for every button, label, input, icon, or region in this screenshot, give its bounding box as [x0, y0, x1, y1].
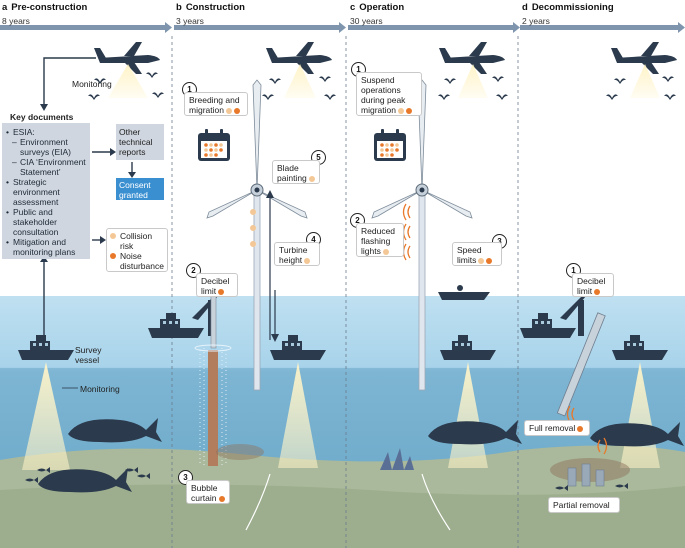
phase-duration-d: 2 years	[522, 16, 550, 26]
phase-dividers	[171, 36, 519, 548]
collision-risk-dot	[308, 175, 315, 182]
noise-disturbance-dot	[110, 253, 116, 259]
noise-disturbance-dot	[218, 288, 225, 295]
reduced-flashing-lights-label: Reduced flashing lights	[356, 223, 404, 257]
consent-granted-box: Consent granted	[116, 178, 164, 200]
turbine-height-label: Turbine height	[274, 242, 320, 266]
collision-risk-dot	[225, 107, 232, 114]
collision-risk-dot	[382, 248, 389, 255]
noise-disturbance-dot	[594, 288, 601, 295]
collision-risk-dot	[304, 257, 311, 264]
key-documents-box: ESIA: Environment surveys (EIA) CIA ‘Env…	[2, 123, 90, 259]
phase-duration-b: 3 years	[176, 16, 204, 26]
full-removal-label: Full removal	[524, 420, 590, 436]
collision-risk-dot	[110, 233, 116, 239]
doc-item: Environment surveys (EIA)	[6, 137, 87, 157]
blade-paint-marks	[250, 209, 256, 247]
doc-item: Mitigation and monitoring plans	[6, 237, 87, 257]
noise-disturbance-dot	[577, 425, 584, 432]
collision-risk-dot	[397, 107, 404, 114]
noise-disturbance-dot	[218, 495, 225, 502]
doc-item: Strategic environment assessment	[6, 177, 87, 207]
key-documents-title: Key documents	[10, 112, 74, 122]
phase-duration-a: 8 years	[2, 16, 30, 26]
noise-disturbance-dot	[405, 107, 412, 114]
bubble-curtain-label: Bubble curtain	[186, 480, 230, 504]
decom-decibel-limit-label: Decibel limit	[572, 273, 614, 297]
noise-disturbance-dot	[233, 107, 240, 114]
breeding-migration-label: Breeding and migration	[184, 92, 248, 116]
suspend-operations-label: Suspend operations during peak migration	[356, 72, 422, 116]
risk-legend: Collision risk Noise disturbance	[106, 228, 168, 272]
monitoring-air-label: Monitoring	[72, 79, 112, 89]
phase-duration-c: 30 years	[350, 16, 383, 26]
partial-removal-label: Partial removal	[548, 497, 620, 513]
blade-painting-label: Blade painting	[272, 160, 320, 184]
survey-vessel-label: Survey vessel	[75, 345, 102, 365]
collision-risk-dot	[478, 257, 485, 264]
doc-item: ESIA:	[6, 127, 87, 137]
monitoring-sea-label: Monitoring	[80, 384, 120, 394]
partial-removal-stubs	[567, 463, 605, 487]
speed-limits-label: Speed limits	[452, 242, 502, 266]
reef-structures	[380, 448, 414, 470]
doc-item: CIA ‘Environment Statement’	[6, 157, 87, 177]
doc-item: Public and stakeholder consultation	[6, 207, 87, 237]
noise-disturbance-dot	[486, 257, 493, 264]
decibel-limit-label: Decibel limit	[196, 273, 238, 297]
timeline-arrows	[0, 22, 685, 33]
other-reports-box: Other technical reports	[116, 124, 164, 160]
